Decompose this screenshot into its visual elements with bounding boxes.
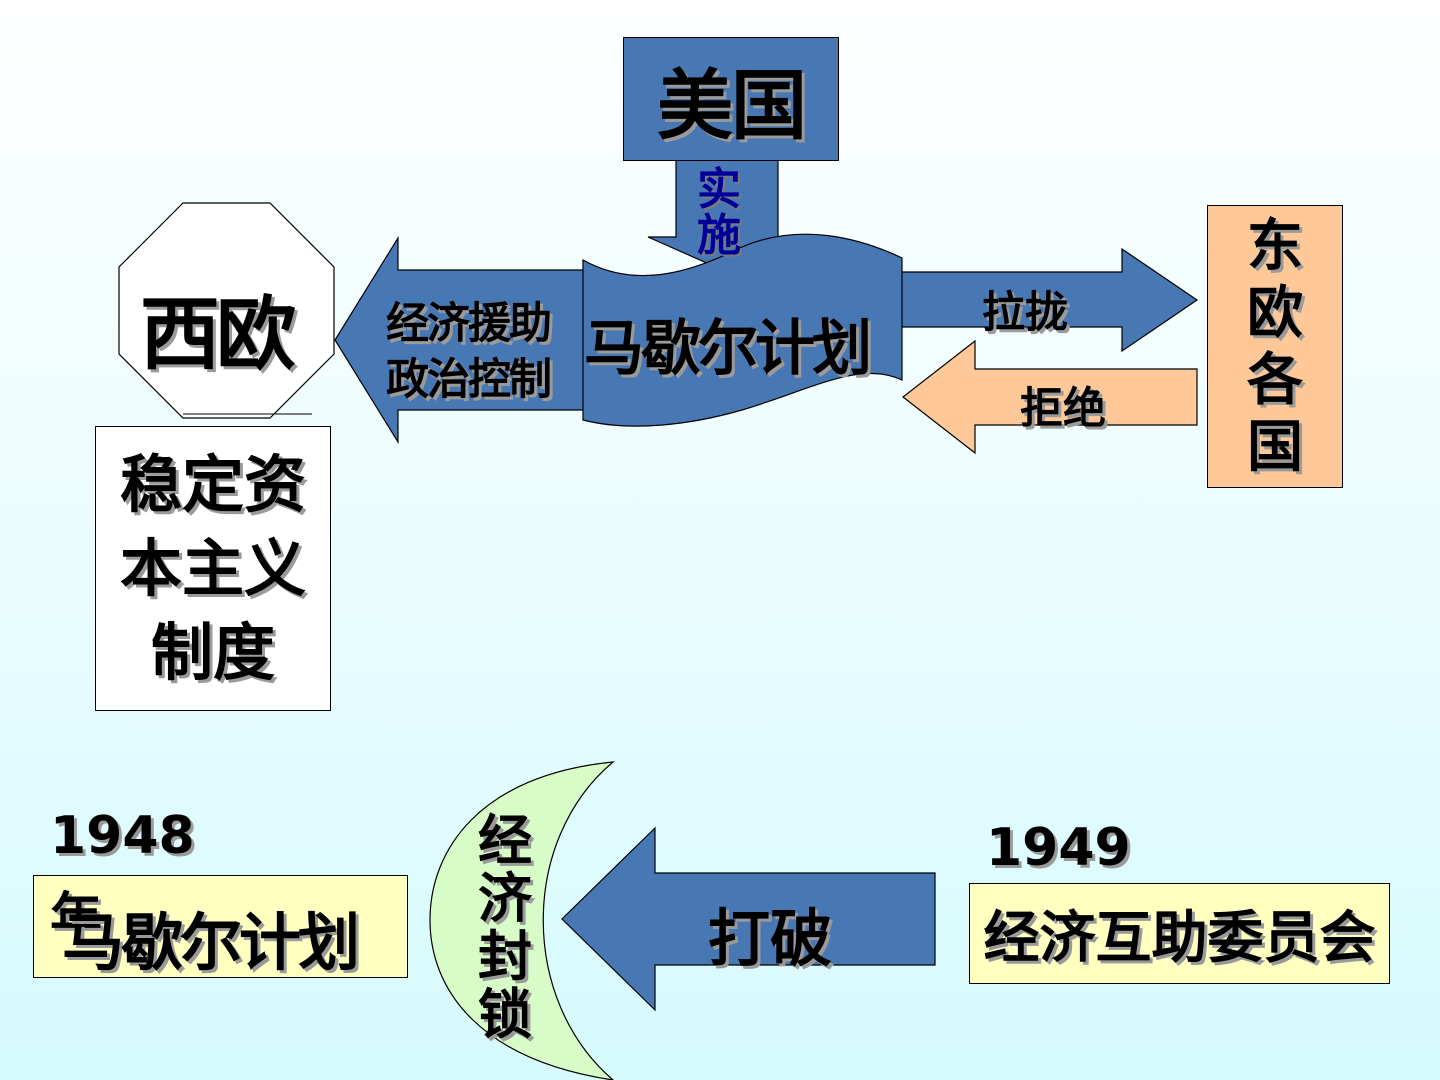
- reject-label: 拒绝: [1020, 384, 1106, 434]
- usa-box: 美国: [623, 37, 839, 161]
- west-result-line: 制度: [150, 615, 275, 689]
- blockade-char: 经: [478, 809, 532, 872]
- woo-right-arrow: [889, 247, 1199, 353]
- blockade-crescent: [429, 761, 615, 1080]
- east-europe-box: 东 欧 各 国: [1207, 205, 1343, 488]
- west-europe-octagon: [118, 202, 335, 419]
- marshall-plan-banner: [582, 233, 903, 427]
- aid-label-political: 政治控制: [386, 355, 552, 405]
- east-europe-char: 东: [1247, 213, 1303, 279]
- council-label: 经济互助委员会: [983, 906, 1376, 971]
- aid-label-economic: 经济援助: [386, 299, 552, 349]
- plan-1948-box: [33, 875, 408, 978]
- implement-char: 实: [697, 164, 741, 215]
- plan-1948-label: 马歇尔计划: [62, 906, 360, 979]
- west-result-line: 本主义: [119, 531, 306, 605]
- blockade-label: 经 济 封 锁: [478, 812, 532, 1044]
- west-europe-label: 西欧: [140, 288, 296, 381]
- east-europe-char: 欧: [1247, 280, 1303, 346]
- aid-left-arrow: [334, 235, 599, 445]
- usa-label: 美国: [657, 61, 807, 150]
- woo-label: 拉拢: [982, 288, 1068, 338]
- implement-label: 实 施: [697, 167, 741, 259]
- blockade-char: 封: [478, 925, 532, 988]
- west-result-line: 稳定资: [119, 447, 306, 521]
- break-left-arrow: [561, 826, 936, 1012]
- reject-left-arrow: [902, 339, 1198, 455]
- council-box: 经济互助委员会: [969, 883, 1390, 984]
- west-result-box: 稳定资 本主义 制度: [95, 426, 331, 711]
- year-1949-label: 1949: [986, 818, 1131, 878]
- year-1948-unit: 年: [50, 888, 103, 948]
- blockade-char: 济: [478, 867, 532, 930]
- implement-char: 施: [697, 210, 741, 261]
- year-1948-label: 1948: [50, 806, 195, 866]
- east-europe-char: 各: [1247, 347, 1303, 413]
- blockade-char: 锁: [478, 983, 532, 1046]
- marshall-plan-label: 马歇尔计划: [584, 314, 872, 384]
- east-europe-char: 国: [1247, 414, 1303, 480]
- break-label: 打破: [708, 902, 833, 975]
